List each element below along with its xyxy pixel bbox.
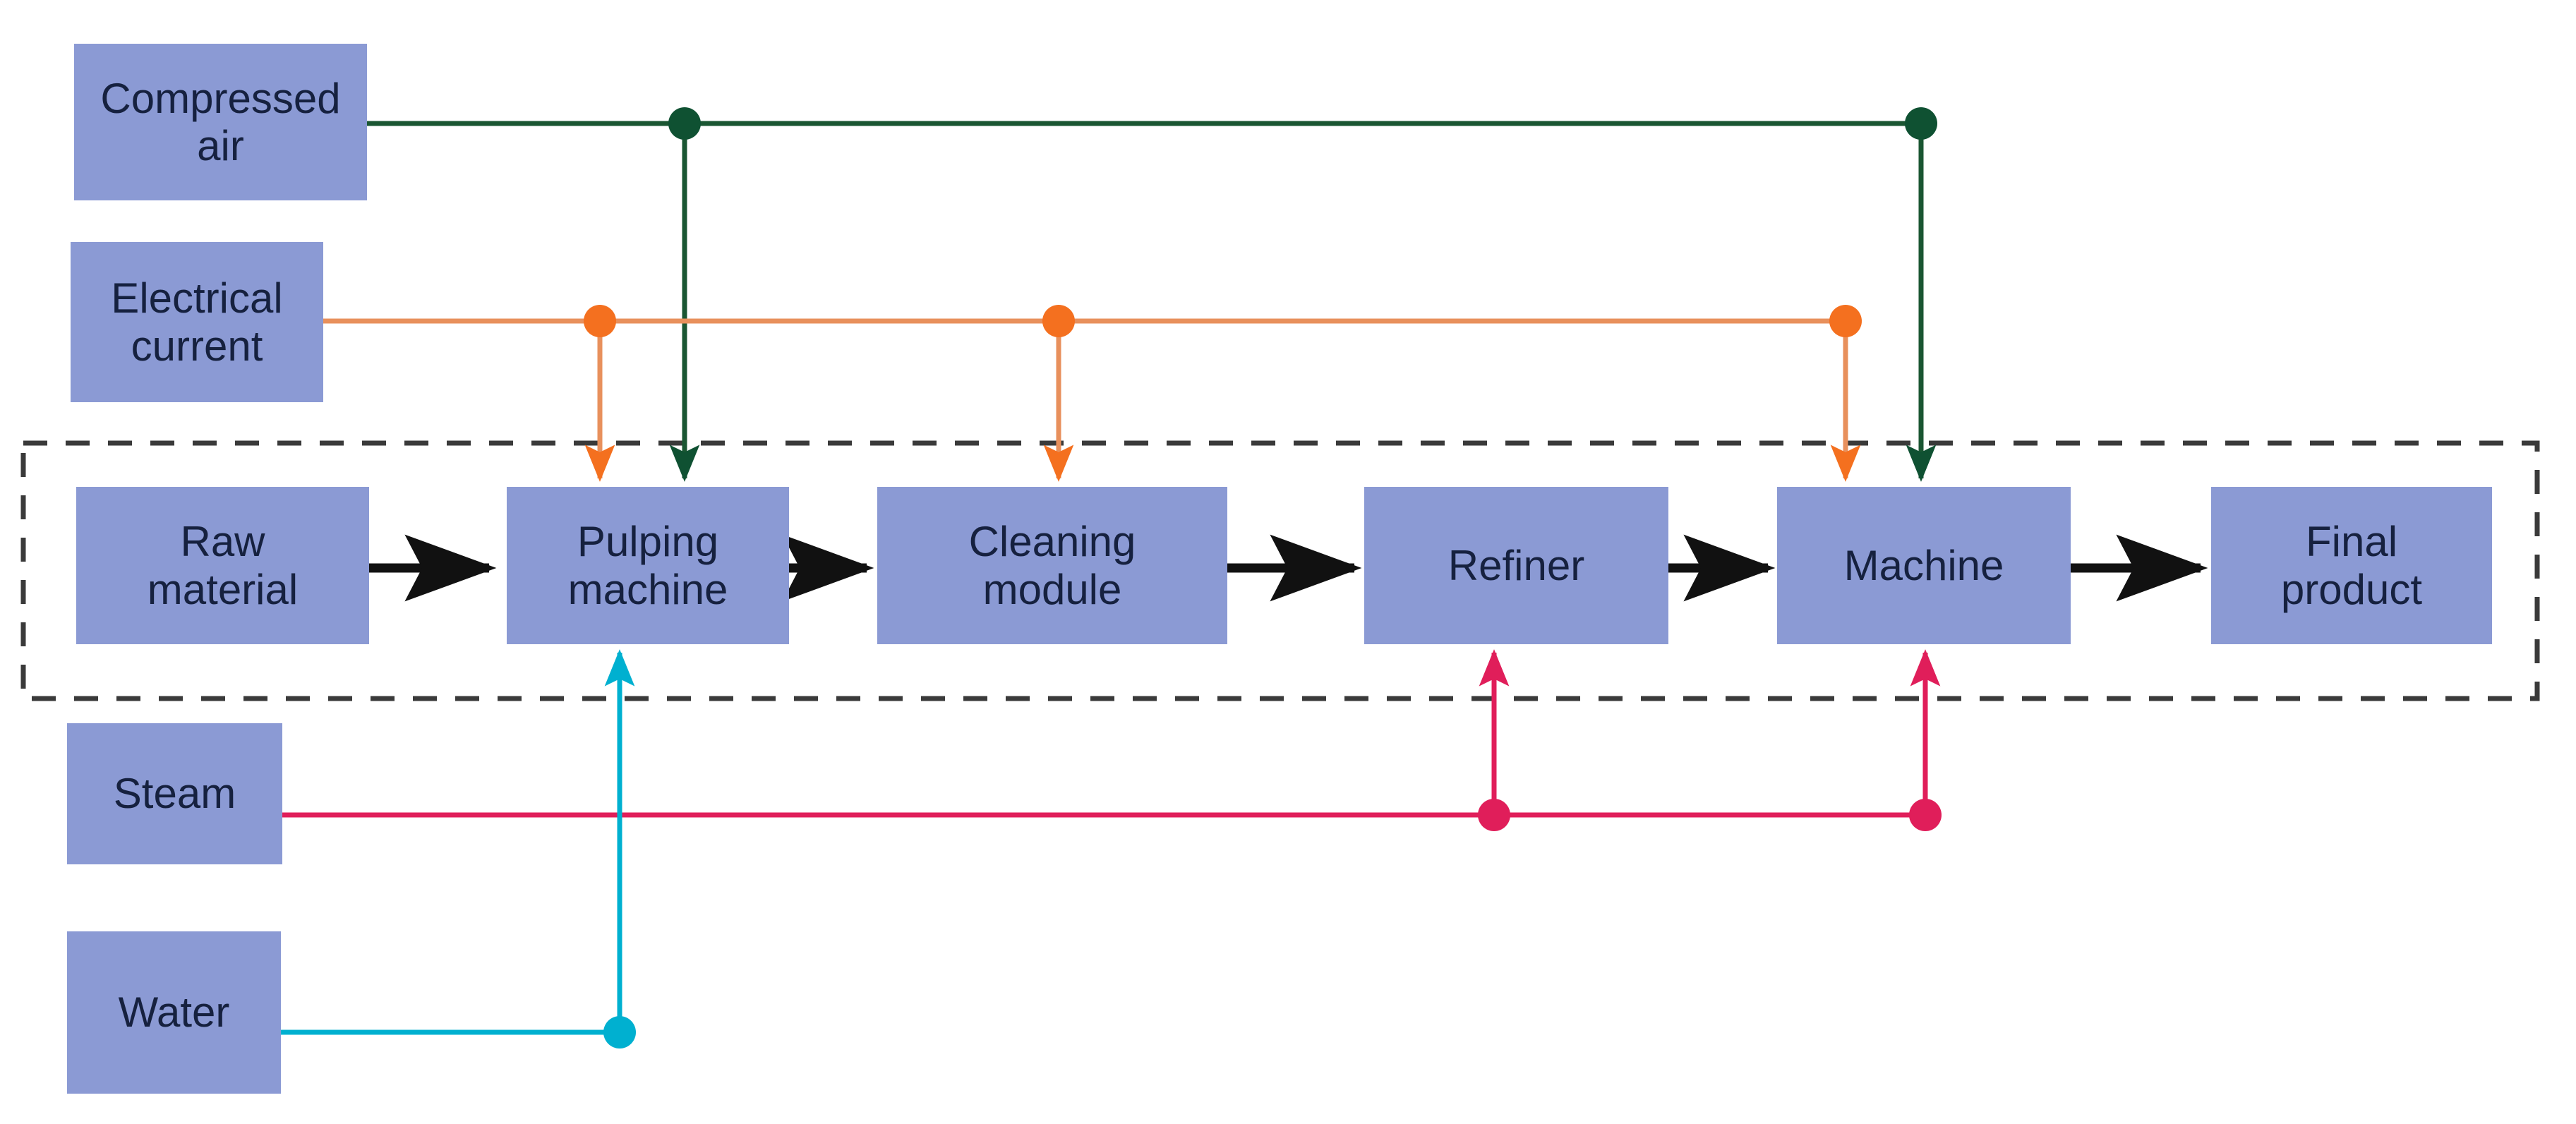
junction-dot-electrical-cleaning	[1042, 305, 1075, 337]
node-electrical-current-label-line1: Electrical	[111, 274, 283, 322]
water-line	[281, 649, 636, 1049]
junction-dot-steam-refiner	[1478, 799, 1510, 831]
node-raw-material[interactable]: Raw material	[76, 487, 369, 644]
node-compressed-air-label-line1: Compressed	[100, 74, 341, 122]
compressed-air-line	[367, 107, 1937, 482]
node-cleaning-module-label-line2: module	[982, 565, 1122, 613]
node-pulping-machine[interactable]: Pulping machine	[507, 487, 789, 644]
junction-dot-water-pulping	[603, 1016, 636, 1049]
node-refiner[interactable]: Refiner	[1364, 487, 1668, 644]
junction-dot-electrical-machine	[1829, 305, 1862, 337]
node-electrical-current-label-line2: current	[131, 322, 263, 370]
junction-dot-electrical-pulping	[584, 305, 616, 337]
node-steam-label: Steam	[113, 770, 236, 818]
node-pulping-machine-label-line2: machine	[567, 565, 728, 613]
junction-dot-compressed-air-machine	[1905, 107, 1937, 140]
process-boundary	[20, 440, 2540, 701]
node-machine-label: Machine	[1843, 541, 2004, 589]
node-compressed-air-label-line2: air	[197, 122, 244, 169]
node-machine[interactable]: Machine	[1777, 487, 2071, 644]
node-cleaning-module-label-line1: Cleaning	[968, 518, 1136, 566]
node-steam[interactable]: Steam	[67, 723, 282, 864]
node-electrical-current[interactable]: Electrical current	[71, 242, 323, 402]
node-compressed-air[interactable]: Compressed air	[74, 44, 367, 200]
node-water[interactable]: Water	[67, 931, 281, 1094]
node-water-label: Water	[118, 989, 230, 1037]
node-raw-material-label-line1: Raw	[180, 518, 265, 566]
node-raw-material-label-line2: material	[147, 565, 299, 613]
node-refiner-label: Refiner	[1448, 541, 1585, 589]
node-final-product-label-line2: product	[2280, 565, 2423, 613]
junction-dot-steam-machine	[1909, 799, 1942, 831]
node-cleaning-module[interactable]: Cleaning module	[877, 487, 1227, 644]
node-final-product[interactable]: Final product	[2211, 487, 2492, 644]
node-pulping-machine-label-line1: Pulping	[577, 518, 719, 566]
steam-line	[282, 649, 1942, 831]
junction-dot-compressed-air-pulping	[668, 107, 701, 140]
electrical-current-line	[323, 305, 1862, 482]
node-final-product-label-line1: Final	[2305, 518, 2398, 566]
